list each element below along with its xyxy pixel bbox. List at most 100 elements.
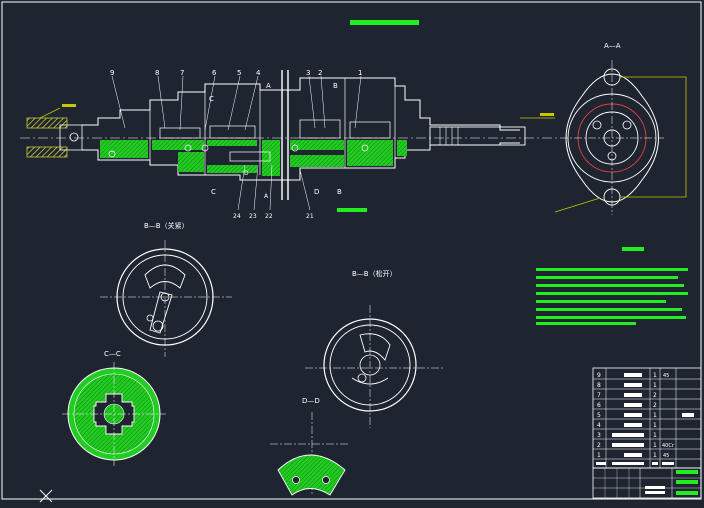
leader-line <box>269 164 273 211</box>
part-label: 2 <box>318 69 322 77</box>
section-mark: B <box>333 82 338 90</box>
output-shaft <box>429 126 526 146</box>
bearing-ball <box>291 144 299 152</box>
bolt-hole <box>622 120 632 130</box>
section-hatch <box>207 165 257 173</box>
row-name <box>624 373 642 377</box>
row-material: 45 <box>663 373 669 379</box>
body-outline-top <box>82 77 520 131</box>
leader-line <box>179 75 184 131</box>
sector-hole <box>292 476 300 484</box>
internal-part <box>349 121 391 139</box>
header-block <box>662 462 674 465</box>
view-c-c: C—C <box>62 350 166 466</box>
tech-req-line <box>536 308 682 311</box>
frame-border <box>1 1 702 500</box>
part-label: 3 <box>306 69 310 77</box>
drawing-number-bar <box>350 20 419 25</box>
title-block-border <box>592 467 702 499</box>
part-labels-top: 9 8 7 6 5 4 3 2 1 <box>110 69 362 131</box>
tech-req-line <box>536 322 636 325</box>
title-company-bar <box>676 491 698 495</box>
row-qty: 2 <box>653 392 657 399</box>
dimension-leader <box>554 197 601 213</box>
view-title-d-d: D—D <box>302 397 320 405</box>
table-row: 7 2 <box>597 392 657 399</box>
row-qty: 1 <box>653 372 657 379</box>
row-number: 4 <box>597 422 601 429</box>
table-row: 2 1 40Cr <box>597 442 675 449</box>
cam-center <box>359 354 381 376</box>
table-row: 8 1 <box>597 382 657 389</box>
row-number: 5 <box>597 412 601 419</box>
leader-line <box>308 75 316 129</box>
cam-inner <box>329 324 411 406</box>
cam-slot <box>144 264 186 289</box>
title-scale-bar <box>645 491 665 494</box>
bearing-ball <box>184 144 192 152</box>
table-row: 4 1 <box>597 422 657 429</box>
view-title-b-b-open: B—B（松开） <box>352 269 397 278</box>
section-hatch <box>207 140 257 146</box>
part-label: 7 <box>180 69 184 77</box>
shaft-note <box>540 113 554 116</box>
sector-section <box>277 454 346 496</box>
row-name <box>624 383 642 387</box>
cam-inner <box>122 254 208 340</box>
table-row: 1 1 45 <box>597 452 669 459</box>
row-name <box>624 403 642 407</box>
cursor-crosshair-icon <box>39 489 53 503</box>
leader-line <box>111 75 126 129</box>
small-label: A <box>264 193 269 200</box>
cam-outer <box>116 248 214 346</box>
header-block <box>612 462 644 465</box>
view-title-c-c: C—C <box>104 350 121 358</box>
main-view-note <box>337 208 367 212</box>
tech-req-line <box>536 300 666 303</box>
row-material: 45 <box>663 453 669 459</box>
leader-line <box>157 75 166 129</box>
section-hatch <box>178 152 204 172</box>
section-mark: A <box>266 82 271 90</box>
row-qty: 1 <box>653 412 657 419</box>
row-number: 3 <box>597 432 601 439</box>
view-b-b-closed: B—B（关紧） <box>100 221 232 357</box>
table-row: 9 1 45 <box>597 372 669 379</box>
part-label: 9 <box>110 69 114 77</box>
row-number: 8 <box>597 382 601 389</box>
row-qty: 1 <box>653 382 657 389</box>
leader-line <box>354 75 362 129</box>
leader-line <box>299 169 311 211</box>
row-number: 2 <box>597 442 601 449</box>
cam-center <box>160 292 170 302</box>
leader-line <box>253 164 259 211</box>
internal-part <box>209 125 256 139</box>
bearing-ball <box>108 150 116 158</box>
section-mark: C <box>211 188 216 196</box>
cam-lever <box>351 377 389 385</box>
title-block <box>592 467 702 499</box>
tech-req-line <box>536 268 688 271</box>
row-number: 9 <box>597 372 601 379</box>
jaw-block <box>59 124 83 151</box>
view-b-b-open: B—B（松开） <box>305 269 445 428</box>
section-mark: B <box>337 188 342 196</box>
tech-req-line <box>536 284 684 287</box>
flange-outline <box>565 73 659 203</box>
leader-line <box>244 75 259 131</box>
view-title-a-a: A—A <box>604 42 621 50</box>
section-hatch <box>290 140 344 150</box>
row-number: 7 <box>597 392 601 399</box>
row-number: 6 <box>597 402 601 409</box>
jaw-pin <box>69 132 79 142</box>
jaw-leader <box>39 107 61 119</box>
internal-part <box>229 151 271 162</box>
jaw-note <box>62 104 76 107</box>
view-d-d: D—D <box>270 397 350 496</box>
cam-pin <box>146 314 154 322</box>
bearing-ball <box>361 144 369 152</box>
part-label: 23 <box>249 213 257 220</box>
part-label: 5 <box>237 69 241 77</box>
section-hatch <box>100 140 148 158</box>
